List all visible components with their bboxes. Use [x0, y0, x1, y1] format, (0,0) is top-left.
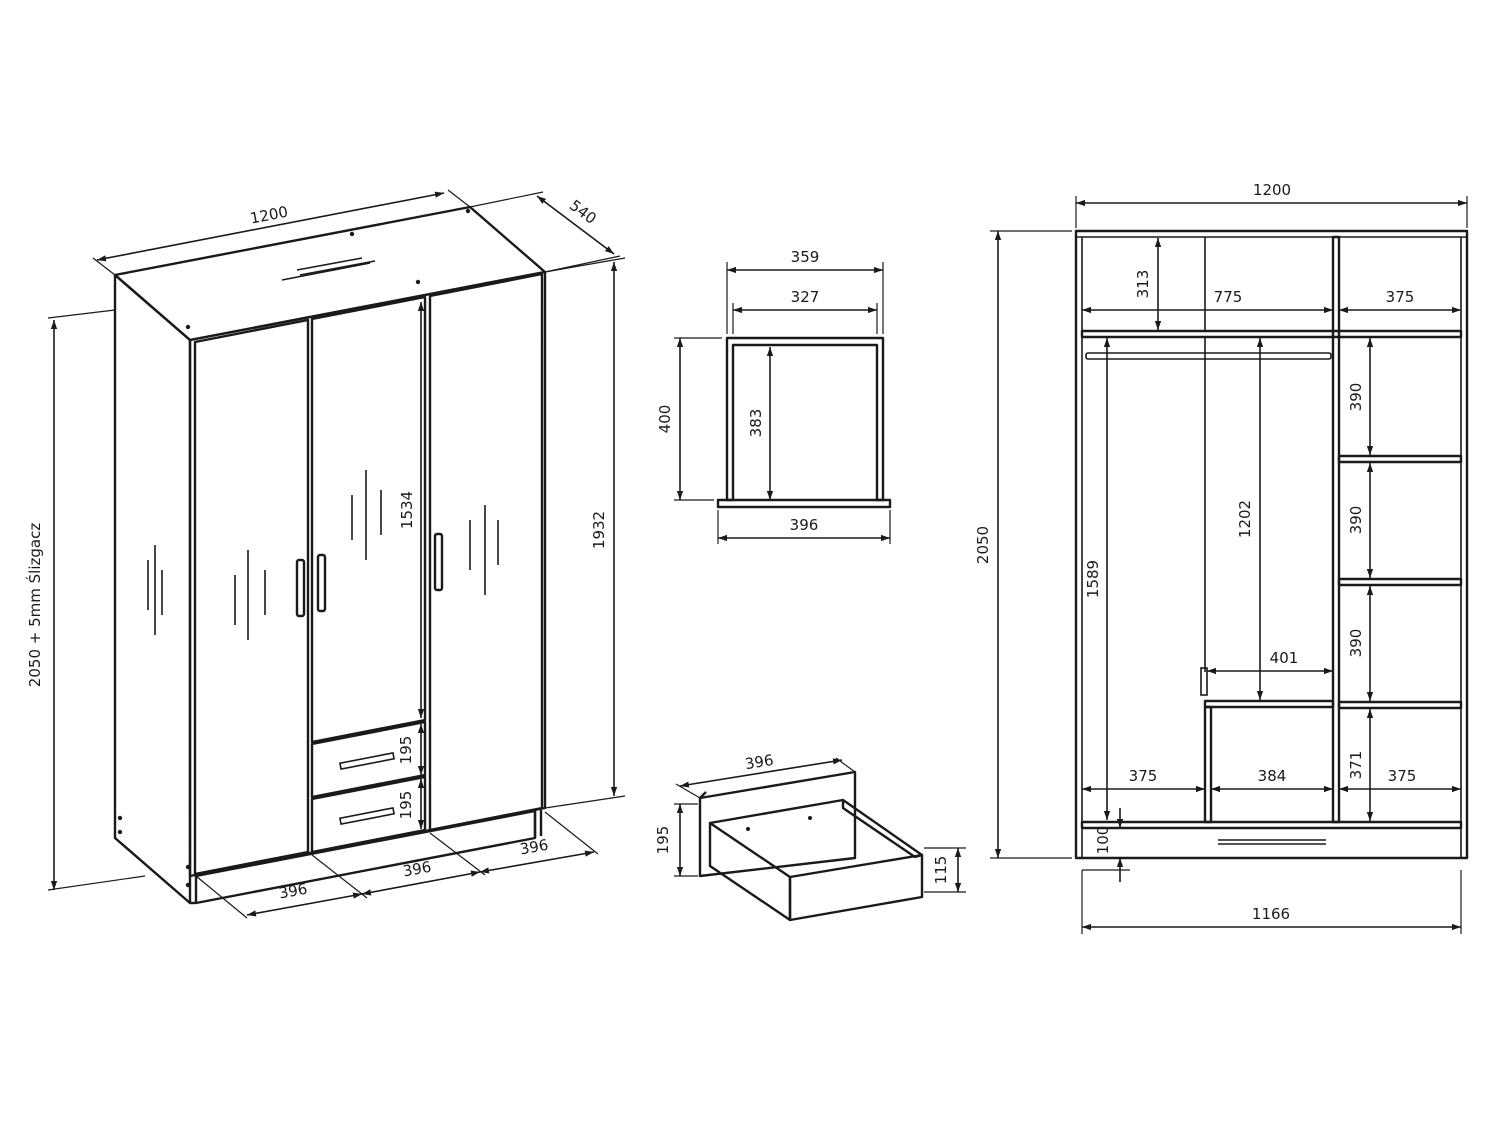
top-dot [185, 324, 191, 330]
dim-right-shelf-4-label: 371 [1347, 751, 1365, 780]
dim-section-3-label: 396 [518, 836, 549, 859]
dim-top-shelf-height-label: 313 [1134, 270, 1152, 299]
dim-front-panel-width-label: 396 [790, 516, 819, 534]
dim-inner-height-label: 383 [747, 409, 765, 438]
dim-mid-shelf-width-label: 401 [1270, 649, 1299, 667]
divider-foot [1200, 667, 1208, 696]
door-middle [310, 295, 427, 744]
top-dot [349, 231, 355, 237]
dim-section-1-label: 396 [277, 880, 308, 903]
dim-outer-width-label: 359 [791, 248, 820, 266]
right-shelf [1337, 454, 1463, 464]
interior-view: 1200 2050 1166 313 775 375 1589 1202 401… [974, 181, 1469, 934]
dim-right-shelf-1-label: 390 [1347, 383, 1365, 412]
dim-door-height-label: 1534 [398, 491, 416, 529]
dim-top-right-width-label: 375 [1386, 288, 1415, 306]
top-face [113, 205, 547, 342]
door-handle [295, 558, 306, 618]
drawer-iso-top-edge [709, 798, 844, 825]
top-mark-1 [281, 262, 371, 281]
dim-section-2-label: 396 [401, 858, 432, 881]
side-dot [117, 829, 123, 835]
dim-inner-width-label: 327 [791, 288, 820, 306]
dim-line-drawer-front-width [679, 758, 843, 788]
dim-right-shelf-3-label: 390 [1347, 629, 1365, 658]
carcass-outline [1074, 229, 1469, 860]
top-dot [415, 279, 421, 285]
dim-right-shelf-2-label: 390 [1347, 506, 1365, 535]
drawer-upper [310, 720, 427, 799]
dim-drawer-box-height-label: 115 [932, 856, 950, 885]
dim-rail-height-label: 1202 [1236, 500, 1254, 538]
dim-hanging-height-label: 1589 [1084, 560, 1102, 598]
right-shelf [1337, 577, 1463, 587]
right-shelf [1337, 700, 1463, 710]
dim-total-width-label: 1200 [1253, 181, 1291, 199]
door-right [428, 272, 544, 832]
dim-body-height-label: 1932 [590, 511, 608, 549]
top-dot [465, 208, 471, 214]
dim-line-section-2 [361, 870, 481, 896]
drawer-iso-dot [808, 816, 812, 820]
drawer-iso-front [698, 770, 857, 878]
dim-bottom-left-label: 375 [1129, 767, 1158, 785]
dim-depth-label: 540 [566, 196, 600, 228]
drawer-iso-view: 396 195 115 [654, 751, 966, 922]
drawer-iso-edge [699, 791, 707, 799]
top-mark-2 [296, 257, 363, 271]
drawer-lower [310, 775, 427, 854]
dim-bottom-mid-label: 384 [1258, 767, 1287, 785]
bottom-mid-partition [1203, 705, 1213, 824]
dim-drawer-front-width-label: 396 [744, 751, 775, 773]
side-dot [117, 815, 123, 821]
dim-front-height-label: 400 [656, 405, 674, 434]
drawer-bottom-panel [716, 498, 892, 509]
dim-line-width [96, 191, 445, 262]
drawer-iso-back-front [788, 853, 924, 922]
hanging-rail [1085, 352, 1332, 360]
dim-line-section-1 [246, 892, 363, 917]
dim-height-label: 2050 + 5mm Ślizgacz [25, 523, 44, 688]
door-handle [316, 553, 327, 613]
dim-bottom-right-label: 375 [1388, 767, 1417, 785]
middle-shelf [1203, 699, 1335, 709]
dim-drawer-2-label: 195 [397, 791, 415, 820]
dim-drawer-1-label: 195 [397, 736, 415, 765]
door-left [193, 318, 310, 876]
drawer-handle [338, 751, 396, 771]
dim-drawer-front-height-label: 195 [654, 826, 672, 855]
drawer-handle [338, 806, 396, 826]
side-panel [113, 273, 192, 905]
drawer-iso-dot [746, 827, 750, 831]
drawer-iso-right-side [841, 798, 924, 859]
top-shelf [1080, 329, 1463, 339]
door-handle [433, 532, 444, 592]
plinth [194, 809, 537, 905]
side-dot [185, 882, 191, 888]
dim-inner-width-label: 1166 [1252, 905, 1290, 923]
reflection-marks [147, 470, 499, 640]
dim-line-section-3 [479, 850, 595, 874]
drawer-front-view: 359 327 400 383 396 [656, 248, 892, 544]
dim-plinth-height-label: 100 [1094, 826, 1112, 855]
right-partition [1331, 235, 1341, 824]
drawer-iso-left-side [708, 821, 792, 922]
dim-top-left-width-label: 775 [1214, 288, 1243, 306]
isometric-wardrobe: 1200 540 2050 + 5mm Ślizgacz 1932 1534 1… [25, 189, 626, 919]
top-mark-3 [299, 260, 376, 276]
bottom-shelf [1080, 820, 1463, 830]
dim-total-height-label: 2050 [974, 526, 992, 564]
dim-line-depth [536, 195, 615, 255]
